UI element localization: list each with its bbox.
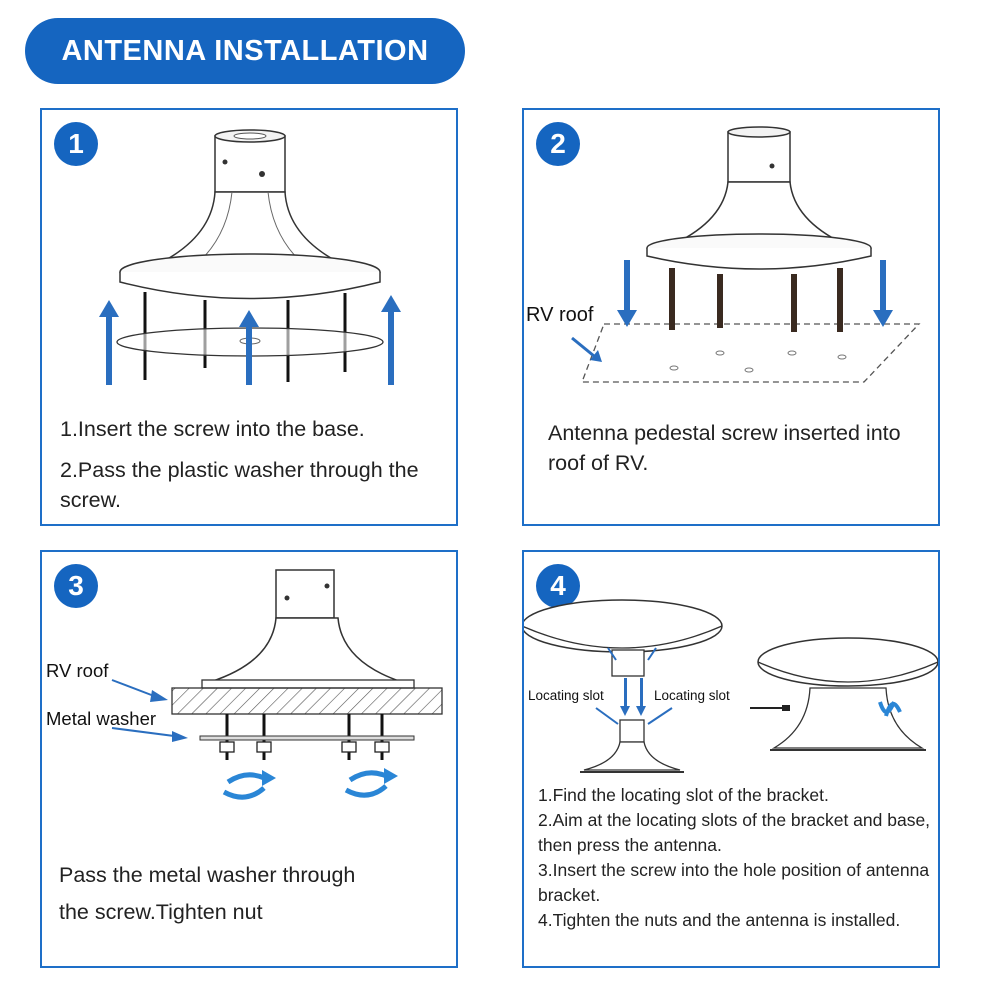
washer-nut-illustration (111, 569, 443, 800)
step-number-badge: 1 (54, 122, 98, 166)
metal-washer-label: Metal washer (46, 708, 157, 729)
locating-slot-label-left: Locating slot (528, 688, 604, 703)
rotate-arrow-icon (878, 701, 902, 717)
blue-arrow-icon (571, 260, 893, 362)
step-3-text-2: the screw.Tighten nut (59, 900, 263, 924)
antenna-base-illustration (99, 129, 401, 385)
rv-roof-label: RV roof (526, 304, 594, 326)
step-1-text-2: 2.Pass the plastic washer through the sc… (60, 458, 419, 512)
step-3-text-1: Pass the metal washer through (59, 863, 356, 887)
page-title: ANTENNA INSTALLATION (25, 18, 465, 84)
antenna-pedestal-roof-illustration (571, 126, 921, 383)
step-2-text: Antenna pedestal screw inserted into roo… (548, 421, 901, 475)
antenna-mounting-illustration (524, 599, 938, 773)
step-1-panel: 1 1.Insert t (40, 108, 458, 526)
step-4-text-1: 1.Find the locating slot of the bracket. (538, 785, 829, 805)
step-4-text-3: 3.Insert the screw into the hole positio… (538, 860, 930, 905)
step-3-panel: 3 (40, 550, 458, 968)
step-number-badge: 4 (536, 564, 580, 608)
step-2-panel: 2 RV ro (522, 108, 940, 526)
locating-slot-label-right: Locating slot (654, 688, 730, 703)
step-1-text-1: 1.Insert the screw into the base. (60, 417, 365, 441)
step-number-badge: 3 (54, 564, 98, 608)
step-4-panel: 4 Locating slot Locating slot 1. (522, 550, 940, 968)
step-4-text-2: 2.Aim at the locating slots of the brack… (538, 810, 931, 855)
step-number-badge: 2 (536, 122, 580, 166)
rotate-arrow-icon (222, 770, 388, 800)
rv-roof-label: RV roof (46, 660, 109, 681)
blue-arrow-icon (111, 679, 188, 742)
blue-arrow-icon (99, 295, 401, 385)
step-4-text-4: 4.Tighten the nuts and the antenna is in… (538, 910, 901, 930)
blue-arrow-icon (595, 647, 673, 725)
